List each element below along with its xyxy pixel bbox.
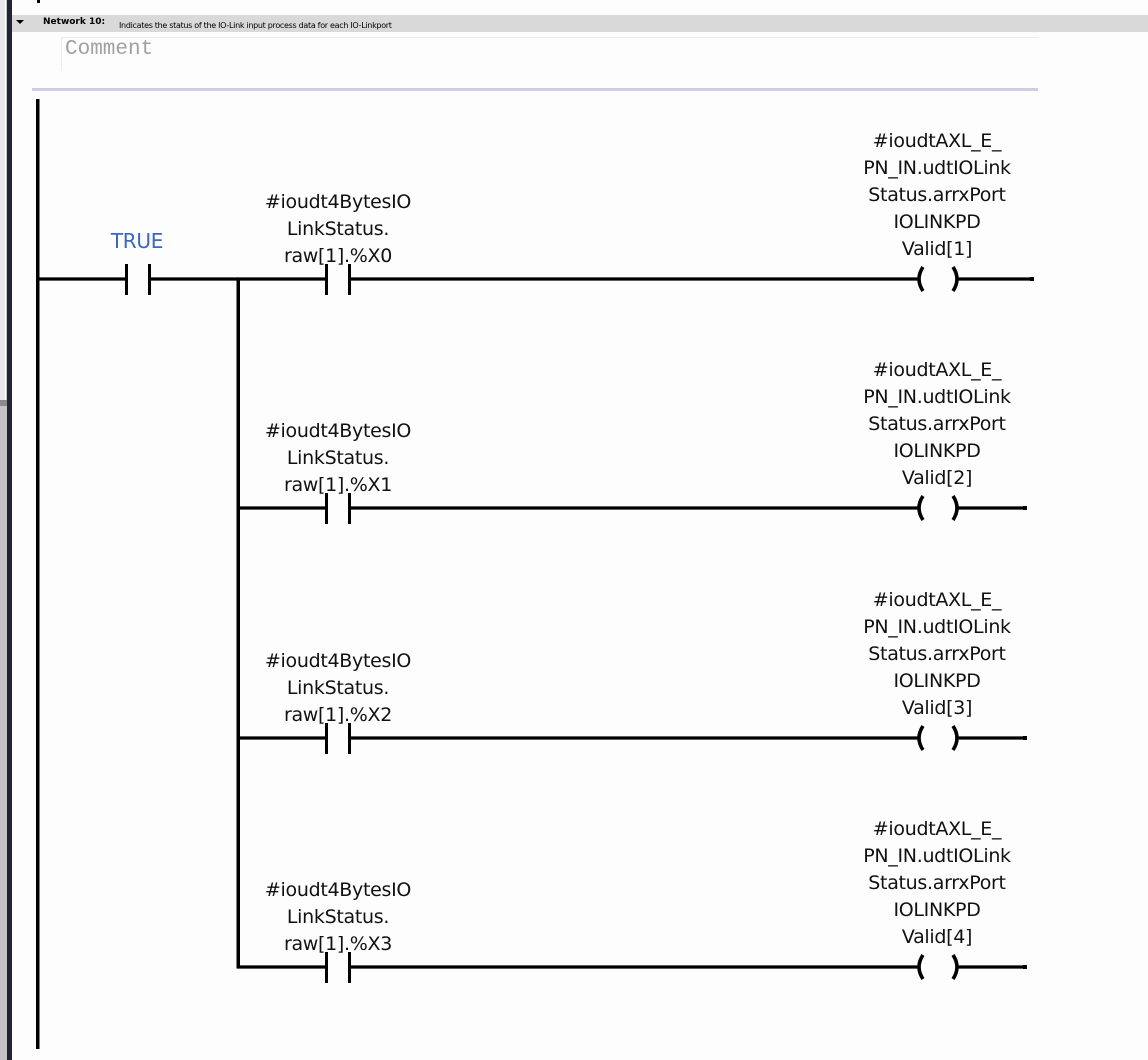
coil-right-bracket [951,266,959,292]
coil-left-bracket [917,954,925,980]
network-title: Network 10: [43,17,106,27]
rung-end-marker [1023,965,1027,969]
rung-end-marker [1030,277,1034,281]
contact-left-plate [325,493,328,524]
coil-operand-label[interactable]: #ioudtAXL_E_ PN_IN.udtIOLink Status.arrx… [863,130,1011,260]
contact-left-plate [325,723,328,754]
editor-splitter[interactable] [7,0,12,1060]
contact-right-plate [148,264,151,295]
coil-operand-label[interactable]: #ioudtAXL_E_ PN_IN.udtIOLink Status.arrx… [863,589,1011,719]
coil-port-valid-2[interactable] [917,495,959,521]
contact-raw-bit-0[interactable] [325,264,351,295]
side-panel-divider [0,400,7,406]
comment-field[interactable] [61,37,1039,71]
coil-operand-label[interactable]: #ioudtAXL_E_ PN_IN.udtIOLink Status.arrx… [863,818,1011,948]
side-panel-inner [0,0,6,400]
contact-left-plate [125,264,128,295]
contact-raw-bit-2[interactable] [325,723,351,754]
left-power-rail [36,99,40,1049]
contact-raw-bit-3[interactable] [325,952,351,983]
rung-end-marker [1023,506,1027,510]
parallel-branch-line [236,279,240,969]
contact-right-plate [348,952,351,983]
contact-right-plate [348,493,351,524]
coil-port-valid-4[interactable] [917,954,959,980]
contact-right-plate [348,723,351,754]
network-description[interactable]: Indicates the status of the IO-Link inpu… [119,21,392,30]
coil-left-bracket [917,266,925,292]
coil-right-bracket [951,954,959,980]
contact-true[interactable] [125,264,151,295]
coil-left-bracket [917,495,925,521]
coil-right-bracket [951,725,959,751]
collapse-arrow-icon[interactable] [16,20,24,24]
coil-port-valid-1[interactable] [917,266,959,292]
side-panel-edge [0,0,7,1060]
contact-operand-label[interactable]: #ioudt4BytesIO LinkStatus. raw[1].%X2 [264,650,412,726]
contact-raw-bit-1[interactable] [325,493,351,524]
coil-operand-label[interactable]: #ioudtAXL_E_ PN_IN.udtIOLink Status.arrx… [863,359,1011,489]
comment-placeholder[interactable]: Comment [65,38,154,61]
network-header[interactable] [12,15,1148,32]
coil-right-bracket [951,495,959,521]
network-separator [32,88,1038,91]
previous-network-rail-end [37,0,40,3]
contact-left-plate [325,264,328,295]
contact-operand-label[interactable]: #ioudt4BytesIO LinkStatus. raw[1].%X1 [264,420,412,496]
contact-operand-label[interactable]: #ioudt4BytesIO LinkStatus. raw[1].%X3 [264,879,412,955]
rung-end-marker [1023,736,1027,740]
contact-true-label[interactable]: TRUE [110,229,164,253]
contact-operand-label[interactable]: #ioudt4BytesIO LinkStatus. raw[1].%X0 [264,191,412,267]
contact-left-plate [325,952,328,983]
contact-right-plate [348,264,351,295]
coil-left-bracket [917,725,925,751]
coil-port-valid-3[interactable] [917,725,959,751]
